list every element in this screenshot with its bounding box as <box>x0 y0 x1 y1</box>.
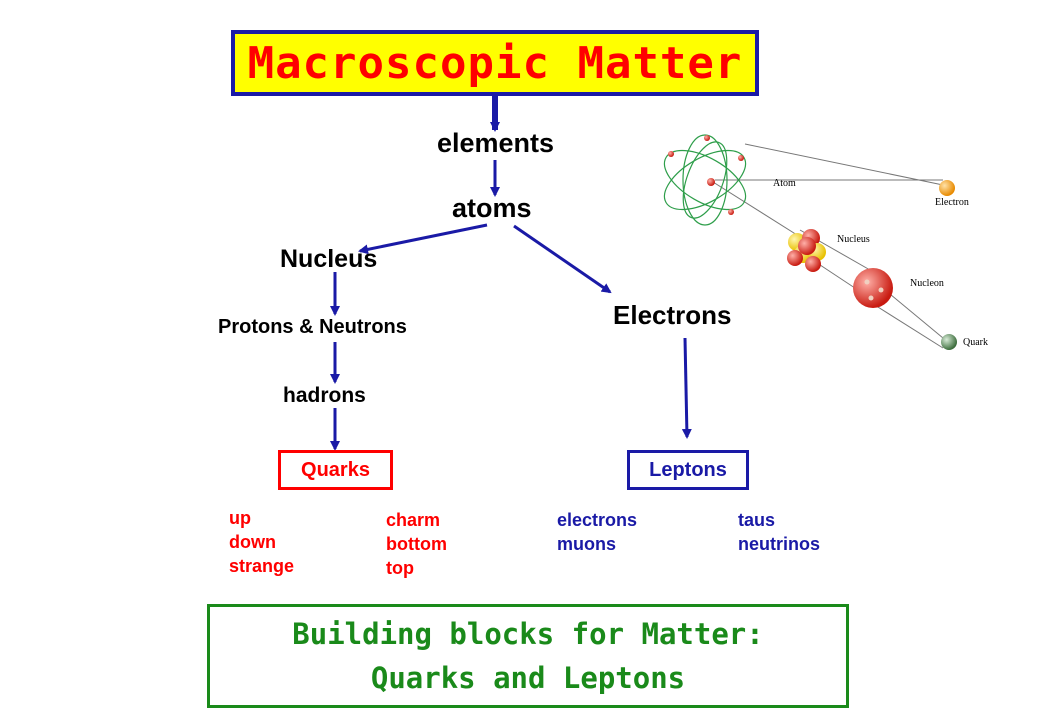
node-hadrons: hadrons <box>283 384 366 407</box>
leptons-box: Leptons <box>627 450 749 490</box>
nucleus-cluster <box>787 229 826 272</box>
quark-ball <box>941 334 957 350</box>
quark-list-1: up down strange <box>229 506 294 578</box>
orbits <box>663 134 747 226</box>
list-item: taus <box>738 510 776 530</box>
title: Macroscopic Matter <box>247 37 743 89</box>
leptons-label: Leptons <box>649 458 727 481</box>
list-item: charm <box>386 510 441 530</box>
quarks-label: Quarks <box>301 458 370 481</box>
list-item: down <box>229 532 276 552</box>
list-item: bottom <box>386 534 447 554</box>
list-item: electrons <box>557 510 638 530</box>
title-box: Macroscopic Matter <box>231 30 759 96</box>
electron-ball <box>939 180 955 196</box>
label-quark: Quark <box>963 337 988 348</box>
label-atom: Atom <box>773 178 796 189</box>
electron-dots <box>668 135 744 215</box>
list-item: strange <box>229 556 295 576</box>
label-nucleon: Nucleon <box>910 278 944 289</box>
node-protons-neutrons: Protons & Neutrons <box>218 316 407 338</box>
arrow-atoms-nucleus <box>358 223 488 255</box>
lepton-list-1: electrons muons <box>557 508 637 556</box>
list-item: top <box>386 558 414 578</box>
arrow-atoms-electrons <box>513 224 612 294</box>
list-item: up <box>229 508 251 528</box>
quarks-box: Quarks <box>278 450 393 490</box>
conclusion-line-1: Building blocks for Matter: <box>292 617 764 651</box>
node-elements: elements <box>437 128 555 158</box>
atom-illustration: Atom Electron Nucleus Nucleon Quark <box>663 134 988 350</box>
node-electrons: Electrons <box>613 300 732 330</box>
node-atoms: atoms <box>452 193 532 223</box>
quark-list-2: charm bottom top <box>386 508 447 580</box>
zoom-lines <box>712 143 944 349</box>
label-nucleus: Nucleus <box>837 234 870 245</box>
lepton-list-2: taus neutrinos <box>738 508 820 556</box>
nucleon-ball <box>853 268 893 308</box>
node-nucleus: Nucleus <box>280 245 378 273</box>
list-item: muons <box>557 534 617 554</box>
list-item: neutrinos <box>738 534 821 554</box>
label-electron: Electron <box>935 197 969 208</box>
arrow-electrons-leptons <box>681 337 692 439</box>
conclusion-box: Building blocks for Matter: Quarks and L… <box>207 604 849 708</box>
conclusion-line-2: Quarks and Leptons <box>370 661 686 695</box>
